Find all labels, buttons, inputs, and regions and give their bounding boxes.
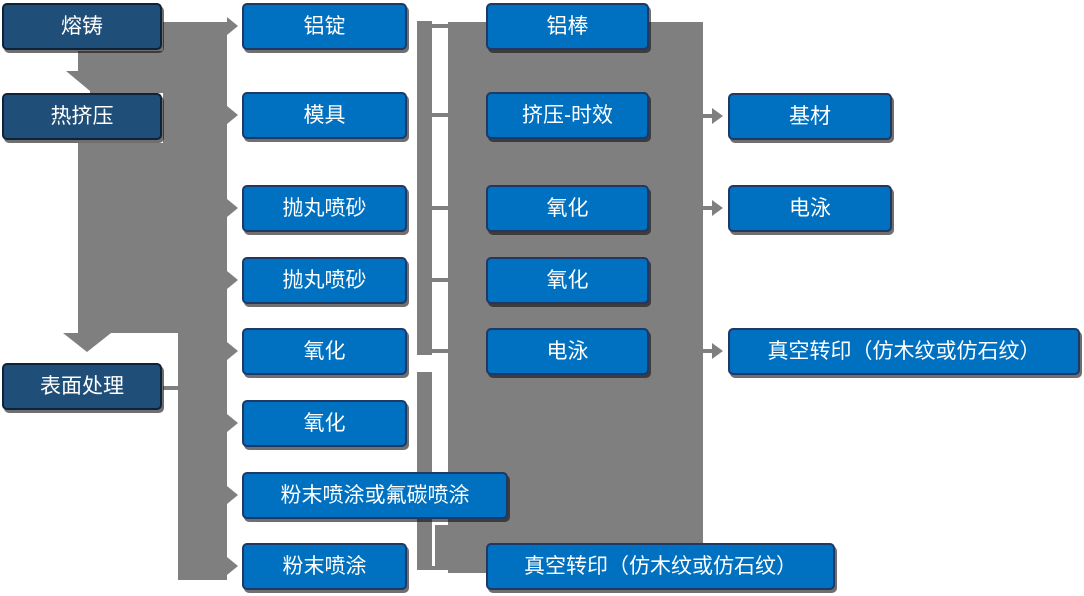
right-arrow-icon-to-mold: [227, 106, 238, 124]
node-label: 真空转印（仿木纹或仿石纹）: [524, 555, 797, 578]
right-arrow-icon-to-shot-blasting-1: [227, 199, 238, 217]
node-vacuum-transfer-print-bottom: 真空转印（仿木纹或仿石纹）: [486, 543, 835, 590]
connector-stem-to-vacuum-transfer: [703, 349, 713, 353]
right-arrow-icon-to-powder-fluorocarbon: [227, 486, 238, 504]
node-label: 铝锭: [303, 15, 346, 38]
node-label: 氧化: [303, 340, 346, 363]
node-aluminum-rod: 铝棒: [486, 3, 649, 50]
node-label: 粉末喷涂: [282, 555, 367, 578]
right-arrow-icon-to-aluminum-ingot: [227, 17, 238, 35]
node-hot-extrusion: 热挤压: [2, 93, 162, 140]
node-label: 铝棒: [546, 15, 589, 38]
down-arrow-icon-to-hot-extrusion: [66, 71, 114, 91]
right-arrow-icon-to-shot-blasting-2: [227, 271, 238, 289]
node-label: 热挤压: [50, 105, 114, 128]
node-powder-or-fluorocarbon-coating: 粉末喷涂或氟碳喷涂: [242, 472, 508, 519]
node-label: 抛丸喷砂: [282, 197, 367, 220]
connector-tick-row2: [430, 113, 449, 117]
connector-tick-row5: [430, 349, 449, 353]
connector-surface-treatment-stub: [163, 386, 179, 390]
node-mold: 模具: [242, 92, 407, 139]
right-arrow-icon-to-vacuum-transfer: [712, 343, 723, 359]
node-label: 熔铸: [61, 15, 103, 38]
node-label: 模具: [303, 104, 346, 127]
node-label: 真空转印（仿木纹或仿石纹）: [767, 340, 1041, 363]
node-base-material: 基材: [728, 93, 892, 140]
node-label: 氧化: [546, 197, 589, 220]
right-arrow-icon-to-oxidation-1: [227, 342, 238, 360]
node-label: 粉末喷涂或氟碳喷涂: [280, 484, 470, 507]
node-vacuum-transfer-print-right: 真空转印（仿木纹或仿石纹）: [728, 328, 1080, 375]
connector-bottom-link: [417, 566, 449, 570]
node-label: 抛丸喷砂: [282, 269, 367, 292]
node-label: 基材: [789, 105, 831, 128]
node-oxidation-4: 氧化: [486, 257, 649, 304]
node-label: 电泳: [546, 340, 589, 363]
connector-tick-row3: [430, 206, 449, 210]
node-electrophoresis-2: 电泳: [728, 185, 892, 232]
node-oxidation-3: 氧化: [486, 185, 649, 232]
right-arrow-icon-to-base-material: [712, 108, 723, 124]
connector-tick-row1: [430, 24, 449, 28]
node-label: 挤压-时效: [522, 104, 613, 127]
right-arrow-icon-to-electrophoresis: [712, 200, 723, 216]
node-label: 氧化: [303, 412, 346, 435]
node-shot-blasting-1: 抛丸喷砂: [242, 185, 407, 232]
node-oxidation-2: 氧化: [242, 400, 407, 447]
connector-tick-row4: [430, 278, 449, 282]
connector-mid-left-block: [78, 143, 227, 333]
node-melting-casting: 熔铸: [2, 3, 162, 50]
right-arrow-icon-to-powder-coating: [227, 557, 238, 575]
node-powder-coating: 粉末喷涂: [242, 543, 407, 590]
connector-band-col1-col2-lower: [178, 333, 227, 580]
connector-bar-col2-upper: [417, 21, 432, 355]
node-shot-blasting-2: 抛丸喷砂: [242, 257, 407, 304]
node-surface-treatment: 表面处理: [2, 363, 162, 410]
node-aluminum-ingot: 铝锭: [242, 3, 407, 50]
right-arrow-icon-to-oxidation-2: [227, 414, 238, 432]
node-label: 氧化: [546, 269, 589, 292]
node-extrusion-aging: 挤压-时效: [486, 92, 649, 139]
connector-stem-to-electrophoresis: [703, 206, 713, 210]
node-label: 电泳: [789, 197, 831, 220]
node-label: 表面处理: [40, 375, 124, 398]
connector-below-melting: [78, 51, 227, 72]
node-oxidation-1: 氧化: [242, 328, 407, 375]
connector-bar-col2-lower: [417, 372, 432, 570]
node-electrophoresis-1: 电泳: [486, 328, 649, 375]
connector-bar-col2-lower2: [435, 525, 449, 570]
down-arrow-icon-to-surface-treatment: [63, 333, 111, 352]
connector-stem-to-base-material: [703, 114, 713, 118]
